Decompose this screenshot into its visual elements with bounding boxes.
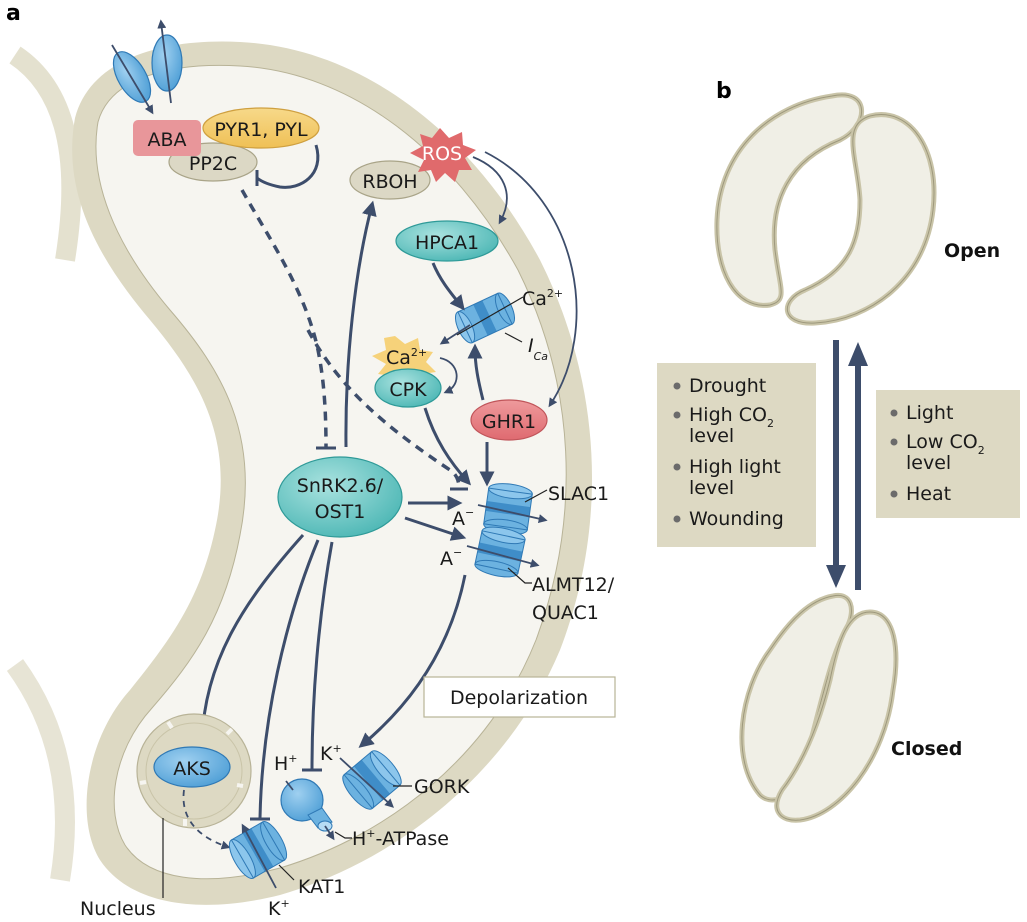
k-efflux-label: K+ xyxy=(320,742,342,765)
closing-trigger-item: Wounding xyxy=(689,508,784,530)
aks-to-kat1-dashed-arrow xyxy=(182,789,231,850)
gork-label: GORK xyxy=(414,776,470,798)
ros-label: ROS xyxy=(422,143,462,165)
panel-a-label: a xyxy=(6,1,21,26)
depolarization-label: Depolarization xyxy=(450,687,588,709)
bullet-icon xyxy=(890,438,898,446)
cpk-to-slac1-arrow xyxy=(423,407,472,486)
bullet-icon xyxy=(673,411,681,419)
open-label: Open xyxy=(944,240,1000,262)
ros-to-ghr1-arrow xyxy=(484,151,578,408)
bullet-icon xyxy=(673,382,681,390)
bullet-icon xyxy=(673,515,681,523)
hpca1-node xyxy=(395,220,499,262)
slac1-label: SLAC1 xyxy=(548,483,609,505)
snrk-label-line2: OST1 xyxy=(315,501,366,523)
closing-trigger-item: Drought xyxy=(689,375,766,397)
snrk-inhibits-kat1 xyxy=(258,539,320,819)
anion-label-2: A− xyxy=(440,546,462,570)
depolarization-to-gork-arrow xyxy=(358,574,467,748)
snrk-inhibits-aks xyxy=(200,534,305,741)
ghr1-node xyxy=(470,399,548,441)
ca-channel-ion-label: Ca2+ xyxy=(522,287,563,310)
ca-influx-arrow xyxy=(439,324,471,345)
hpca1-to-ca-channel-arrow xyxy=(431,262,465,311)
aks-node xyxy=(153,746,231,788)
almt-label-line2: QUAC1 xyxy=(532,602,599,624)
opening-arrowhead-icon xyxy=(848,342,868,366)
neighbor-cell xyxy=(6,46,82,882)
panel-b-label: b xyxy=(716,79,732,104)
snrk-label-line1: SnRK2.6/ xyxy=(297,475,384,497)
ca-activates-cpk-arrow xyxy=(439,357,458,394)
pyr-inhibits-pp2c-arc xyxy=(256,144,320,189)
pyr-pyl-node xyxy=(202,107,320,149)
depolarization-box xyxy=(423,676,616,718)
closing-trigger-item-continuation: level xyxy=(689,477,734,499)
rboh-ros: RBOH ROS xyxy=(349,128,476,200)
snrk-to-rboh-arrow xyxy=(344,200,377,448)
rboh-label: RBOH xyxy=(362,171,417,193)
pp2c-inhibits-snrk-dashed xyxy=(240,189,328,448)
snrk-to-almt-arrow xyxy=(404,516,467,541)
closing-triggers-box xyxy=(657,363,816,547)
opening-trigger-item: Low CO2 xyxy=(906,431,985,457)
cpk-node xyxy=(374,368,442,408)
opening-triggers-box xyxy=(876,390,1020,518)
kat1-channel xyxy=(228,821,295,889)
opening-trigger-item: Light xyxy=(906,402,953,424)
h-atpase-pump xyxy=(280,778,352,841)
ghr1-to-ca-channel-arrow xyxy=(467,343,485,401)
opening-trigger-item-continuation: level xyxy=(906,452,951,474)
pp2c-label: PP2C xyxy=(189,153,237,175)
gork-channel xyxy=(339,750,412,810)
closed-stoma-icon xyxy=(739,592,899,823)
closing-trigger-item: High light xyxy=(689,456,781,478)
nucleus-label: Nucleus xyxy=(80,898,156,920)
opening-trigger-item: Heat xyxy=(906,483,951,505)
snrk-ost1-node xyxy=(277,456,403,538)
rboh-node xyxy=(349,160,431,200)
bullet-icon xyxy=(673,463,681,471)
closed-label: Closed xyxy=(891,738,962,760)
hpca1-label: HPCA1 xyxy=(415,232,479,254)
open-stoma-icon xyxy=(714,92,937,326)
aba-exporter-icon xyxy=(151,34,183,92)
almt12-quac1-channel xyxy=(466,526,540,584)
ica-label: ICa xyxy=(528,335,548,363)
h-atpase-label: H+-ATPase xyxy=(352,827,449,850)
h-plus-label: H+ xyxy=(274,752,298,775)
pyr-pyl-label: PYR1, PYL xyxy=(214,119,308,141)
closing-arrowhead-icon xyxy=(826,565,846,588)
snrk-inhibits-h-atpase xyxy=(310,541,334,770)
cpk-label: CPK xyxy=(389,379,427,401)
pp2c-inhibits-slac1-dashed xyxy=(306,329,461,489)
cytosolic-ca-label: Ca2+ xyxy=(386,346,427,369)
ghr1-label: GHR1 xyxy=(482,411,536,433)
aba-receptor-complex: PP2C PYR1, PYL ABA xyxy=(133,107,320,189)
aba-transporters xyxy=(111,19,183,115)
closing-trigger-item: High CO2 xyxy=(689,404,774,430)
aba-node xyxy=(133,120,201,156)
kat1-label: KAT1 xyxy=(298,876,345,898)
k-influx-label: K+ xyxy=(268,897,290,920)
bullet-icon xyxy=(890,409,898,417)
aks-label: AKS xyxy=(173,758,211,780)
closing-trigger-item-continuation: level xyxy=(689,425,734,447)
aba-label: ABA xyxy=(147,129,186,151)
bullet-icon xyxy=(890,490,898,498)
almt-label-line1: ALMT12/ xyxy=(532,574,615,596)
ros-burst-icon xyxy=(410,128,476,182)
ros-to-hpca1-arrow xyxy=(472,156,508,225)
anion-label-1: A− xyxy=(452,506,474,530)
